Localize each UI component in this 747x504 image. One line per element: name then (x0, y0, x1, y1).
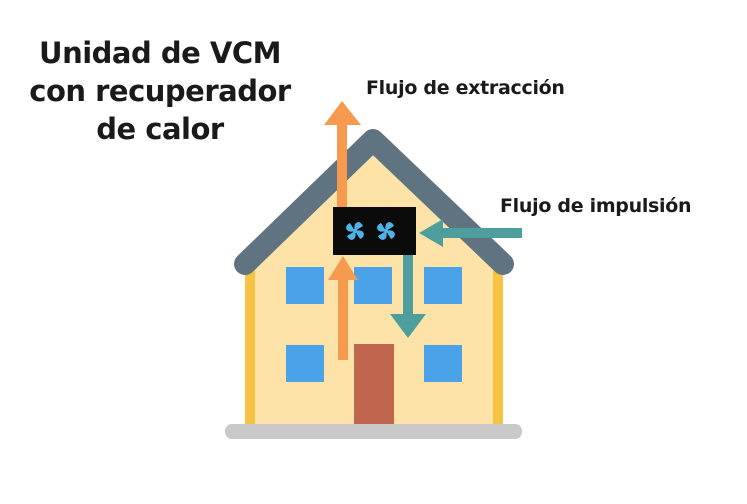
title-line-2: con recuperador (29, 74, 291, 108)
title-line-1: Unidad de VCM (39, 36, 281, 70)
window (354, 267, 392, 304)
supply-arrow-inner-head (390, 314, 426, 338)
window (286, 345, 324, 382)
extraction-arrow-inner-head (328, 256, 358, 280)
house-roof (234, 129, 514, 275)
window (424, 267, 462, 304)
window (424, 345, 462, 382)
supply-arrow-outer-shaft (440, 228, 522, 238)
extraction-flow-label: Flujo de extracción (366, 77, 565, 99)
ground-bar (225, 424, 522, 439)
title-line-3: de calor (96, 112, 224, 146)
supply-arrow-inner-shaft (403, 255, 413, 317)
extraction-arrow-outer-head (324, 101, 361, 125)
supply-arrow-outer-head (419, 219, 443, 247)
window (286, 267, 324, 304)
diagram-title: Unidad de VCM con recuperador de calor (20, 34, 300, 148)
house-door (354, 344, 394, 424)
extraction-arrow-inner-shaft (338, 278, 348, 360)
supply-flow-label: Flujo de impulsión (500, 195, 692, 217)
fan-icon (346, 222, 364, 240)
fan-icon (377, 222, 395, 240)
vcm-unit (333, 207, 416, 255)
extraction-arrow-outer-shaft (337, 122, 347, 208)
